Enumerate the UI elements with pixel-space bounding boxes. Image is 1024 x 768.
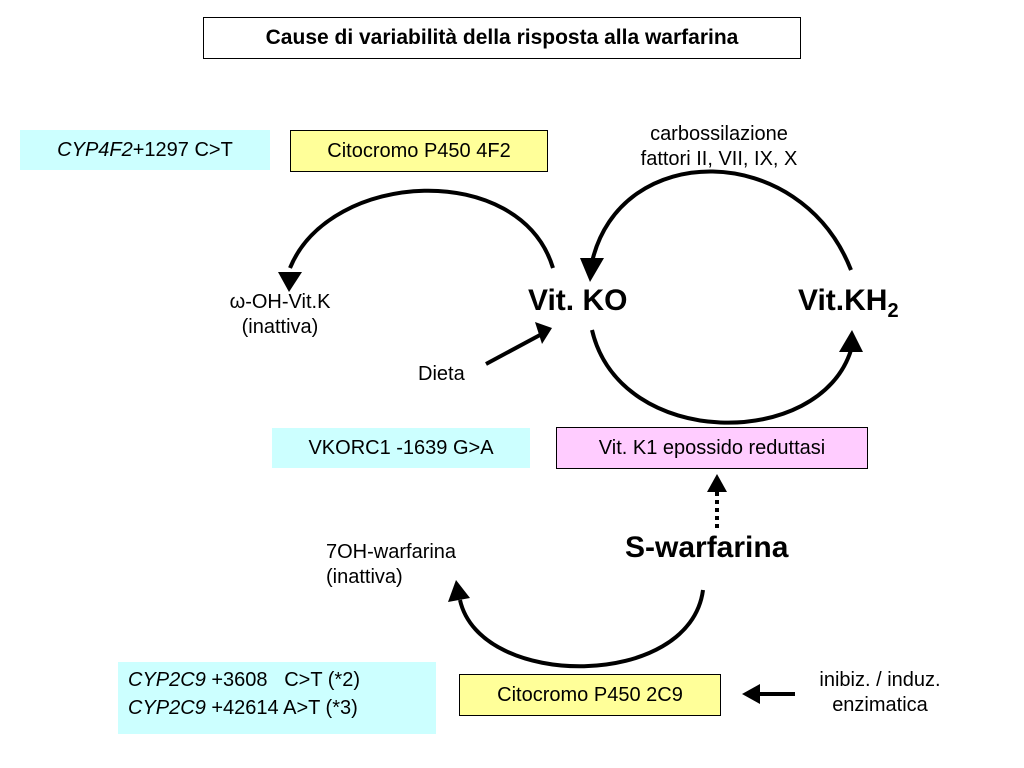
cyp2c9-variant-3: CYP2C9 +42614 A>T (*3) xyxy=(128,697,358,719)
arrow-vitko-to-vitkh2 xyxy=(590,329,853,425)
s-warfarina-label: S-warfarina xyxy=(625,531,789,564)
arrowhead-dotted xyxy=(707,474,727,492)
reductase-box: Vit. K1 epossido reduttasi xyxy=(556,427,868,469)
arrowhead-vitkh2-bottom xyxy=(839,330,863,352)
cyp2c9-variants-box: CYP2C9 +3608 C>T (*2) CYP2C9 +42614 A>T … xyxy=(118,662,436,734)
arrowhead-omega xyxy=(278,272,302,292)
arrowhead-dieta xyxy=(535,322,552,344)
omega-oh-vitk-label: ω-OH-Vit.K (inattiva) xyxy=(229,291,331,338)
arrowhead-inhibition xyxy=(742,684,760,704)
cyp4f2-variant-box: CYP4F2 +1297 C>T xyxy=(20,130,270,170)
arrowhead-7oh xyxy=(448,580,470,602)
cyp4f2-gene: CYP4F2 xyxy=(57,138,133,161)
arrow-swarf-to-7oh xyxy=(458,589,705,669)
cyp2c9-enzyme-box: Citocromo P450 2C9 xyxy=(459,674,721,716)
vkorc1-variant-box: VKORC1 -1639 G>A xyxy=(272,428,530,468)
arrowhead-vitko-top xyxy=(580,258,604,282)
arrow-vitkh2-to-vitko xyxy=(590,169,853,271)
cyp4f2-variant: +1297 C>T xyxy=(132,138,233,161)
cyp4f2-enzyme-box: Citocromo P450 4F2 xyxy=(290,130,548,172)
7oh-warfarina-label: 7OH-warfarina (inattiva) xyxy=(326,541,457,588)
inhibition-label: inibiz. / induz. enzimatica xyxy=(819,669,941,716)
vit-kh2-label: Vit.KH2 xyxy=(798,284,899,322)
page-title: Cause di variabilità della risposta alla… xyxy=(203,17,801,59)
cyp2c9-variant-2: CYP2C9 +3608 C>T (*2) xyxy=(128,669,360,691)
arrow-dieta xyxy=(485,333,541,366)
vit-ko-label: Vit. KO xyxy=(528,284,628,317)
carboxylation-label: carbossilazione fattori II, VII, IX, X xyxy=(640,123,798,170)
dieta-label: Dieta xyxy=(418,363,465,385)
arrow-vitko-to-omega xyxy=(288,188,555,269)
